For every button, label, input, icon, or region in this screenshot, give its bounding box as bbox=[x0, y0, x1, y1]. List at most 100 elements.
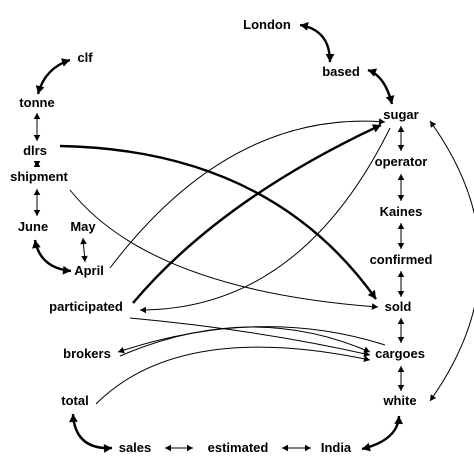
edge-cargoes-brokers bbox=[117, 326, 386, 354]
node-total: total bbox=[61, 393, 88, 408]
node-india: India bbox=[321, 440, 352, 455]
edge-sold-cargoes bbox=[397, 318, 405, 343]
arrowhead bbox=[397, 366, 405, 372]
edge-line bbox=[109, 120, 386, 269]
node-june: June bbox=[18, 219, 48, 234]
arrowhead bbox=[397, 223, 405, 229]
edge-india-white bbox=[361, 415, 404, 452]
arrowhead bbox=[397, 385, 405, 391]
node-confirmed: confirmed bbox=[370, 252, 433, 267]
edge-june-april bbox=[32, 239, 72, 275]
edge-shipment-june bbox=[33, 189, 41, 216]
node-sugar: sugar bbox=[383, 107, 418, 122]
arrowhead bbox=[118, 346, 125, 354]
node-london: London bbox=[243, 17, 291, 32]
node-tonne: tonne bbox=[19, 95, 54, 110]
arrowhead bbox=[61, 58, 70, 67]
edge-line bbox=[429, 120, 474, 402]
arrowhead bbox=[33, 135, 41, 141]
edge-line bbox=[132, 123, 382, 304]
arrowhead bbox=[282, 444, 288, 452]
node-estimated: estimated bbox=[208, 440, 269, 455]
arrowhead bbox=[368, 68, 378, 77]
arrowhead bbox=[69, 414, 78, 423]
edges-layer bbox=[32, 21, 474, 453]
arrowhead bbox=[367, 289, 376, 299]
arrowhead bbox=[325, 54, 335, 62]
node-clf: clf bbox=[77, 50, 93, 65]
edge-sugar-white bbox=[429, 120, 474, 402]
arrowhead bbox=[62, 265, 71, 275]
arrowhead bbox=[33, 189, 41, 195]
edge-sugar-operator bbox=[397, 126, 405, 151]
arrowhead bbox=[363, 355, 370, 362]
edge-line bbox=[69, 189, 379, 308]
edge-line bbox=[117, 326, 386, 353]
edge-may-april bbox=[80, 237, 88, 263]
arrowhead bbox=[394, 416, 404, 425]
arrowhead bbox=[397, 243, 405, 249]
edge-line bbox=[71, 413, 113, 450]
arrowhead bbox=[33, 113, 41, 119]
node-kaines: Kaines bbox=[380, 204, 423, 219]
arrowhead bbox=[35, 85, 45, 94]
edge-sales-estimated bbox=[165, 444, 193, 452]
edge-based-sugar bbox=[367, 68, 395, 105]
arrowhead bbox=[397, 291, 405, 297]
arrowhead bbox=[81, 255, 88, 262]
edge-dlrs-sold bbox=[59, 144, 377, 300]
node-cargoes: cargoes bbox=[375, 346, 425, 361]
arrowhead bbox=[397, 174, 405, 180]
edge-participated-cargoes bbox=[129, 317, 371, 357]
arrowhead bbox=[80, 238, 87, 245]
arrowhead bbox=[378, 118, 385, 125]
edge-line bbox=[139, 127, 391, 311]
arrowhead bbox=[397, 271, 405, 277]
arrowhead bbox=[397, 337, 405, 343]
node-based: based bbox=[322, 64, 360, 79]
edge-confirmed-sold bbox=[397, 271, 405, 297]
edge-participated-sugar bbox=[132, 123, 382, 304]
arrowhead bbox=[430, 121, 437, 128]
arrowhead bbox=[430, 394, 437, 401]
arrowhead bbox=[305, 444, 311, 452]
arrowhead bbox=[371, 303, 378, 310]
edge-total-sales bbox=[69, 413, 113, 453]
edge-line bbox=[299, 23, 332, 63]
arrowhead bbox=[32, 240, 41, 249]
edge-line bbox=[33, 239, 72, 273]
node-white: white bbox=[382, 393, 416, 408]
node-operator: operator bbox=[375, 154, 428, 169]
arrowhead bbox=[385, 95, 395, 104]
edge-estimated-india bbox=[282, 444, 311, 452]
nodes-layer: London based clf tonne sugar dlrs operator ship… bbox=[10, 17, 432, 455]
edge-london-based bbox=[299, 21, 335, 63]
arrowhead bbox=[371, 124, 381, 133]
node-may: May bbox=[70, 219, 96, 234]
edge-shipment-sold bbox=[69, 189, 379, 310]
edge-operator-kaines bbox=[397, 174, 405, 201]
arrowhead bbox=[397, 126, 405, 132]
arrowhead bbox=[33, 161, 41, 167]
edge-line bbox=[95, 346, 371, 405]
node-sold: sold bbox=[385, 299, 412, 314]
arrowhead bbox=[362, 442, 371, 452]
node-april: April bbox=[74, 263, 104, 278]
edge-april-sugar bbox=[109, 118, 386, 269]
arrowhead bbox=[397, 318, 405, 324]
node-shipment: shipment bbox=[10, 169, 68, 184]
arrowhead bbox=[300, 21, 309, 31]
node-sales: sales bbox=[119, 440, 152, 455]
edge-sugar-participated bbox=[139, 127, 391, 314]
edge-kaines-confirmed bbox=[397, 223, 405, 249]
edge-dlrs-shipment bbox=[33, 161, 41, 167]
arrowhead bbox=[363, 350, 370, 357]
edge-line bbox=[59, 144, 377, 300]
edge-cargoes-white bbox=[397, 366, 405, 391]
node-dlrs: dlrs bbox=[23, 143, 47, 158]
arrowhead bbox=[165, 444, 171, 452]
arrowhead bbox=[397, 145, 405, 151]
arrowhead bbox=[397, 195, 405, 201]
edge-line bbox=[129, 317, 371, 356]
